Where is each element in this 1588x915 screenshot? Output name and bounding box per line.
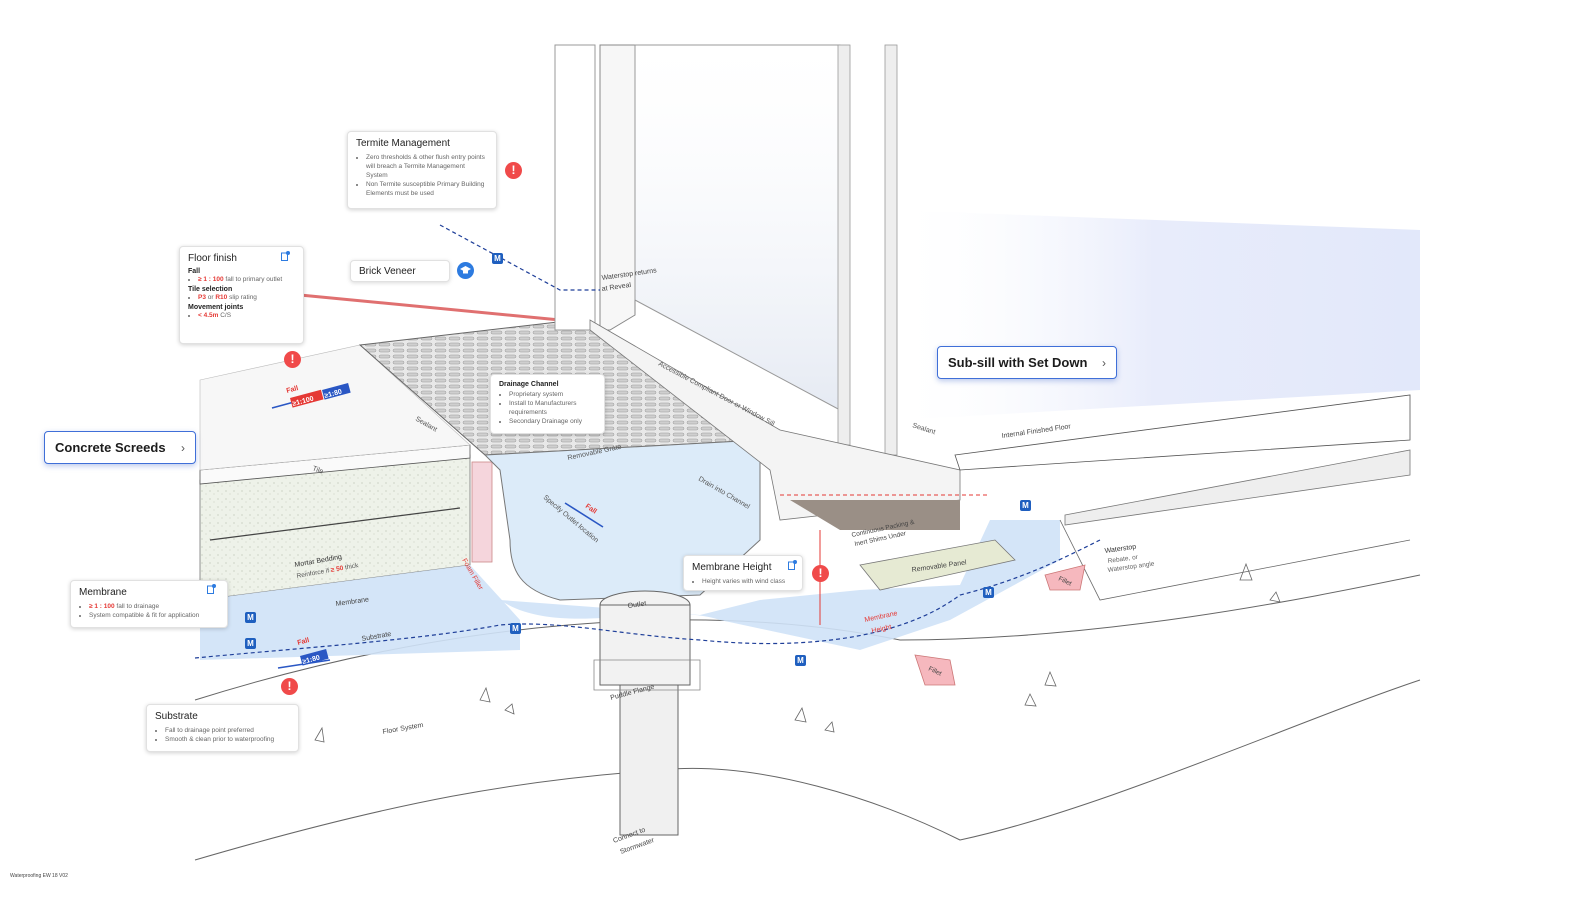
alert-icon[interactable]: ! bbox=[281, 678, 298, 695]
card-item: Non Termite susceptible Primary Building… bbox=[366, 180, 488, 198]
card-item: Smooth & clean prior to waterproofing bbox=[165, 735, 290, 744]
fall-heading: Fall bbox=[188, 268, 201, 275]
door-jamb bbox=[554, 44, 596, 331]
card-item: System compatible & fit for application bbox=[89, 611, 219, 620]
movement-item: < 4.5m C/S bbox=[198, 311, 295, 320]
card-item: Secondary Drainage only bbox=[509, 417, 596, 426]
card-item: Fall to drainage point preferred bbox=[165, 726, 290, 735]
internal-floor-edge bbox=[1059, 519, 1411, 601]
fillet-right bbox=[1044, 564, 1086, 591]
sub-sill-set-down-button[interactable]: Sub-sill with Set Down › bbox=[937, 346, 1117, 379]
glass-panel bbox=[634, 44, 841, 411]
label-fall-top: Fall bbox=[286, 385, 300, 395]
m-badge-icon[interactable]: M bbox=[510, 623, 521, 634]
alert-icon[interactable]: ! bbox=[812, 565, 829, 582]
label-tile: Tile bbox=[311, 465, 324, 475]
fall-top-red-badge bbox=[290, 389, 324, 408]
footer-code: Waterproofing EW 18 V02 bbox=[10, 873, 68, 879]
label-waterstop-item-1: Rebate, or bbox=[1107, 554, 1139, 565]
m-badge-icon[interactable]: M bbox=[795, 655, 806, 666]
mullion-1 bbox=[837, 44, 851, 446]
drainage-channel-card[interactable]: Drainage Channel Proprietary system Inst… bbox=[490, 374, 605, 434]
sub-sill-label: Sub-sill with Set Down bbox=[948, 355, 1088, 370]
fall-low-blue-badge bbox=[300, 649, 329, 666]
label-internal-floor: Internal Finished Floor bbox=[1001, 423, 1072, 440]
internal-floor-tile bbox=[1064, 449, 1411, 526]
label-floor-system: Floor System bbox=[382, 722, 424, 736]
alert-icon[interactable]: ! bbox=[505, 162, 522, 179]
card-title: Membrane bbox=[79, 587, 127, 598]
m-badge-icon[interactable]: M bbox=[492, 253, 503, 264]
image-info-icon[interactable] bbox=[788, 560, 797, 570]
door-frame bbox=[599, 44, 636, 331]
membrane-card[interactable]: Membrane ≥ 1 : 100 fall to drainage Syst… bbox=[70, 580, 228, 628]
left-floor-surface bbox=[199, 344, 471, 471]
label-membrane-height-2: Height bbox=[871, 624, 892, 635]
floor-system-outline bbox=[194, 679, 1421, 861]
label-fall-top-blue: ≥1:80 bbox=[324, 389, 343, 400]
label-fall-low-blue: ≥1:80 bbox=[302, 655, 321, 666]
substrate-card[interactable]: Substrate Fall to drainage point preferr… bbox=[146, 704, 299, 752]
info-icon[interactable] bbox=[281, 251, 290, 261]
card-item: Zero thresholds & other flush entry poin… bbox=[366, 153, 488, 180]
internal-floor-surface bbox=[954, 394, 1411, 471]
card-title: Substrate bbox=[155, 711, 198, 722]
card-item: Proprietary system bbox=[509, 390, 596, 399]
movement-heading: Movement joints bbox=[188, 304, 244, 311]
brick-veneer-edge bbox=[299, 293, 561, 322]
graduation-cap-icon[interactable] bbox=[457, 262, 474, 279]
mullion-2 bbox=[884, 44, 898, 456]
tile-heading: Tile selection bbox=[188, 286, 233, 293]
m-badge-icon[interactable]: M bbox=[245, 612, 256, 623]
brick-veneer-label[interactable]: Brick Veneer bbox=[350, 260, 450, 282]
label-fall-low: Fall bbox=[297, 637, 311, 647]
card-title: Floor finish bbox=[188, 253, 237, 264]
termite-dash bbox=[439, 224, 600, 291]
packing bbox=[790, 500, 960, 530]
puddle-flange bbox=[593, 659, 701, 691]
chevron-right-icon: › bbox=[1102, 355, 1106, 370]
fall-arrow-mid bbox=[564, 502, 604, 528]
aggregate-marks bbox=[314, 562, 1281, 743]
card-item: Install to Manufacturers requirements bbox=[509, 399, 596, 417]
card-item: Height varies with wind class bbox=[702, 577, 794, 586]
label-membrane: Membrane bbox=[335, 596, 369, 608]
termite-management-card[interactable]: Termite Management Zero thresholds & oth… bbox=[347, 131, 497, 209]
foam-filler bbox=[471, 461, 493, 563]
removable-panel bbox=[859, 539, 1016, 591]
m-badge-icon[interactable]: M bbox=[245, 638, 256, 649]
brick-veneer-text: Brick Veneer bbox=[359, 266, 416, 277]
concrete-screeds-label: Concrete Screeds bbox=[55, 440, 166, 455]
reinforcement bbox=[209, 507, 461, 541]
membrane-left bbox=[200, 565, 520, 660]
m-badge-icon[interactable]: M bbox=[1020, 500, 1031, 511]
info-icon[interactable] bbox=[207, 584, 216, 594]
card-title: Termite Management bbox=[356, 138, 450, 149]
stormwater-pipe bbox=[619, 684, 679, 836]
fall-item: ≥ 1 : 100 fall to primary outlet bbox=[198, 275, 295, 284]
outlet-body bbox=[599, 604, 691, 686]
label-outlet: Outlet bbox=[627, 600, 647, 610]
concrete-screeds-button[interactable]: Concrete Screeds › bbox=[44, 431, 196, 464]
membrane-height-card[interactable]: Membrane Height Height varies with wind … bbox=[683, 555, 803, 591]
tile-item: P3 or R10 slip rating bbox=[198, 293, 295, 302]
background-wash bbox=[890, 210, 1420, 420]
card-title: Drainage Channel bbox=[499, 381, 559, 388]
fall-top-blue-badge bbox=[322, 383, 351, 400]
m-badge-icon[interactable]: M bbox=[983, 587, 994, 598]
card-title: Membrane Height bbox=[692, 562, 772, 573]
card-item: ≥ 1 : 100 fall to drainage bbox=[89, 602, 219, 611]
label-waterstop: Waterstop bbox=[1104, 544, 1136, 555]
floor-finish-card[interactable]: Floor finish Fall ≥ 1 : 100 fall to prim… bbox=[179, 246, 304, 344]
chevron-right-icon: › bbox=[181, 440, 185, 455]
label-waterstop-returns-2: at Reveal bbox=[601, 282, 632, 293]
alert-icon[interactable]: ! bbox=[284, 351, 301, 368]
label-sealant-right: Sealant bbox=[911, 422, 936, 436]
fillet-bottom bbox=[914, 654, 956, 686]
